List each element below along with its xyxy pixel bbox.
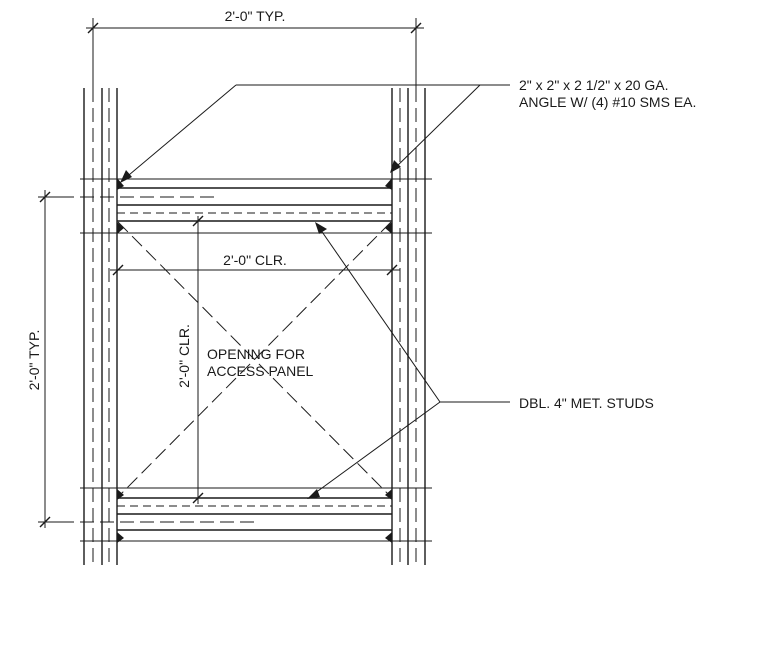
right-stud-pair: [391, 88, 426, 565]
clear-height-label: 2'-0" CLR.: [176, 324, 192, 388]
angle-callout-line1: 2" x 2" x 2 1/2" x 20 GA.: [519, 77, 669, 93]
left-dimension-label: 2'-0" TYP.: [26, 330, 42, 391]
top-header-studs: [60, 178, 432, 234]
angle-clip-mid-right: [385, 222, 392, 234]
top-dimension-label: 2'-0" TYP.: [225, 8, 286, 24]
angle-clip-bottom-right: [385, 532, 392, 543]
opening-diagonals: [117, 221, 392, 498]
opening-label-line2: ACCESS PANEL: [207, 363, 314, 379]
top-dimension: 2'-0" TYP.: [86, 8, 424, 88]
angle-clip-top-right: [385, 178, 392, 190]
angle-callout: 2" x 2" x 2 1/2" x 20 GA. ANGLE W/ (4) #…: [120, 77, 696, 183]
angle-clip-top-left: [117, 178, 124, 190]
stud-callout: DBL. 4" MET. STUDS: [307, 222, 654, 499]
clear-width-dimension: 2'-0" CLR.: [110, 252, 400, 276]
angle-clip-mid-left: [117, 222, 124, 234]
clear-width-label: 2'-0" CLR.: [223, 252, 287, 268]
stud-callout-label: DBL. 4" MET. STUDS: [519, 395, 654, 411]
angle-clip-bottom-left: [117, 532, 124, 543]
opening-label-line1: OPENING FOR: [207, 346, 305, 362]
opening-label: OPENING FOR ACCESS PANEL: [207, 346, 314, 379]
clear-height-dimension: 2'-0" CLR.: [176, 215, 204, 504]
left-stud-pair: [83, 88, 118, 565]
left-dimension: 2'-0" TYP.: [26, 190, 60, 528]
angle-callout-line2: ANGLE W/ (4) #10 SMS EA.: [519, 94, 696, 110]
bottom-sill-studs: [60, 487, 432, 542]
